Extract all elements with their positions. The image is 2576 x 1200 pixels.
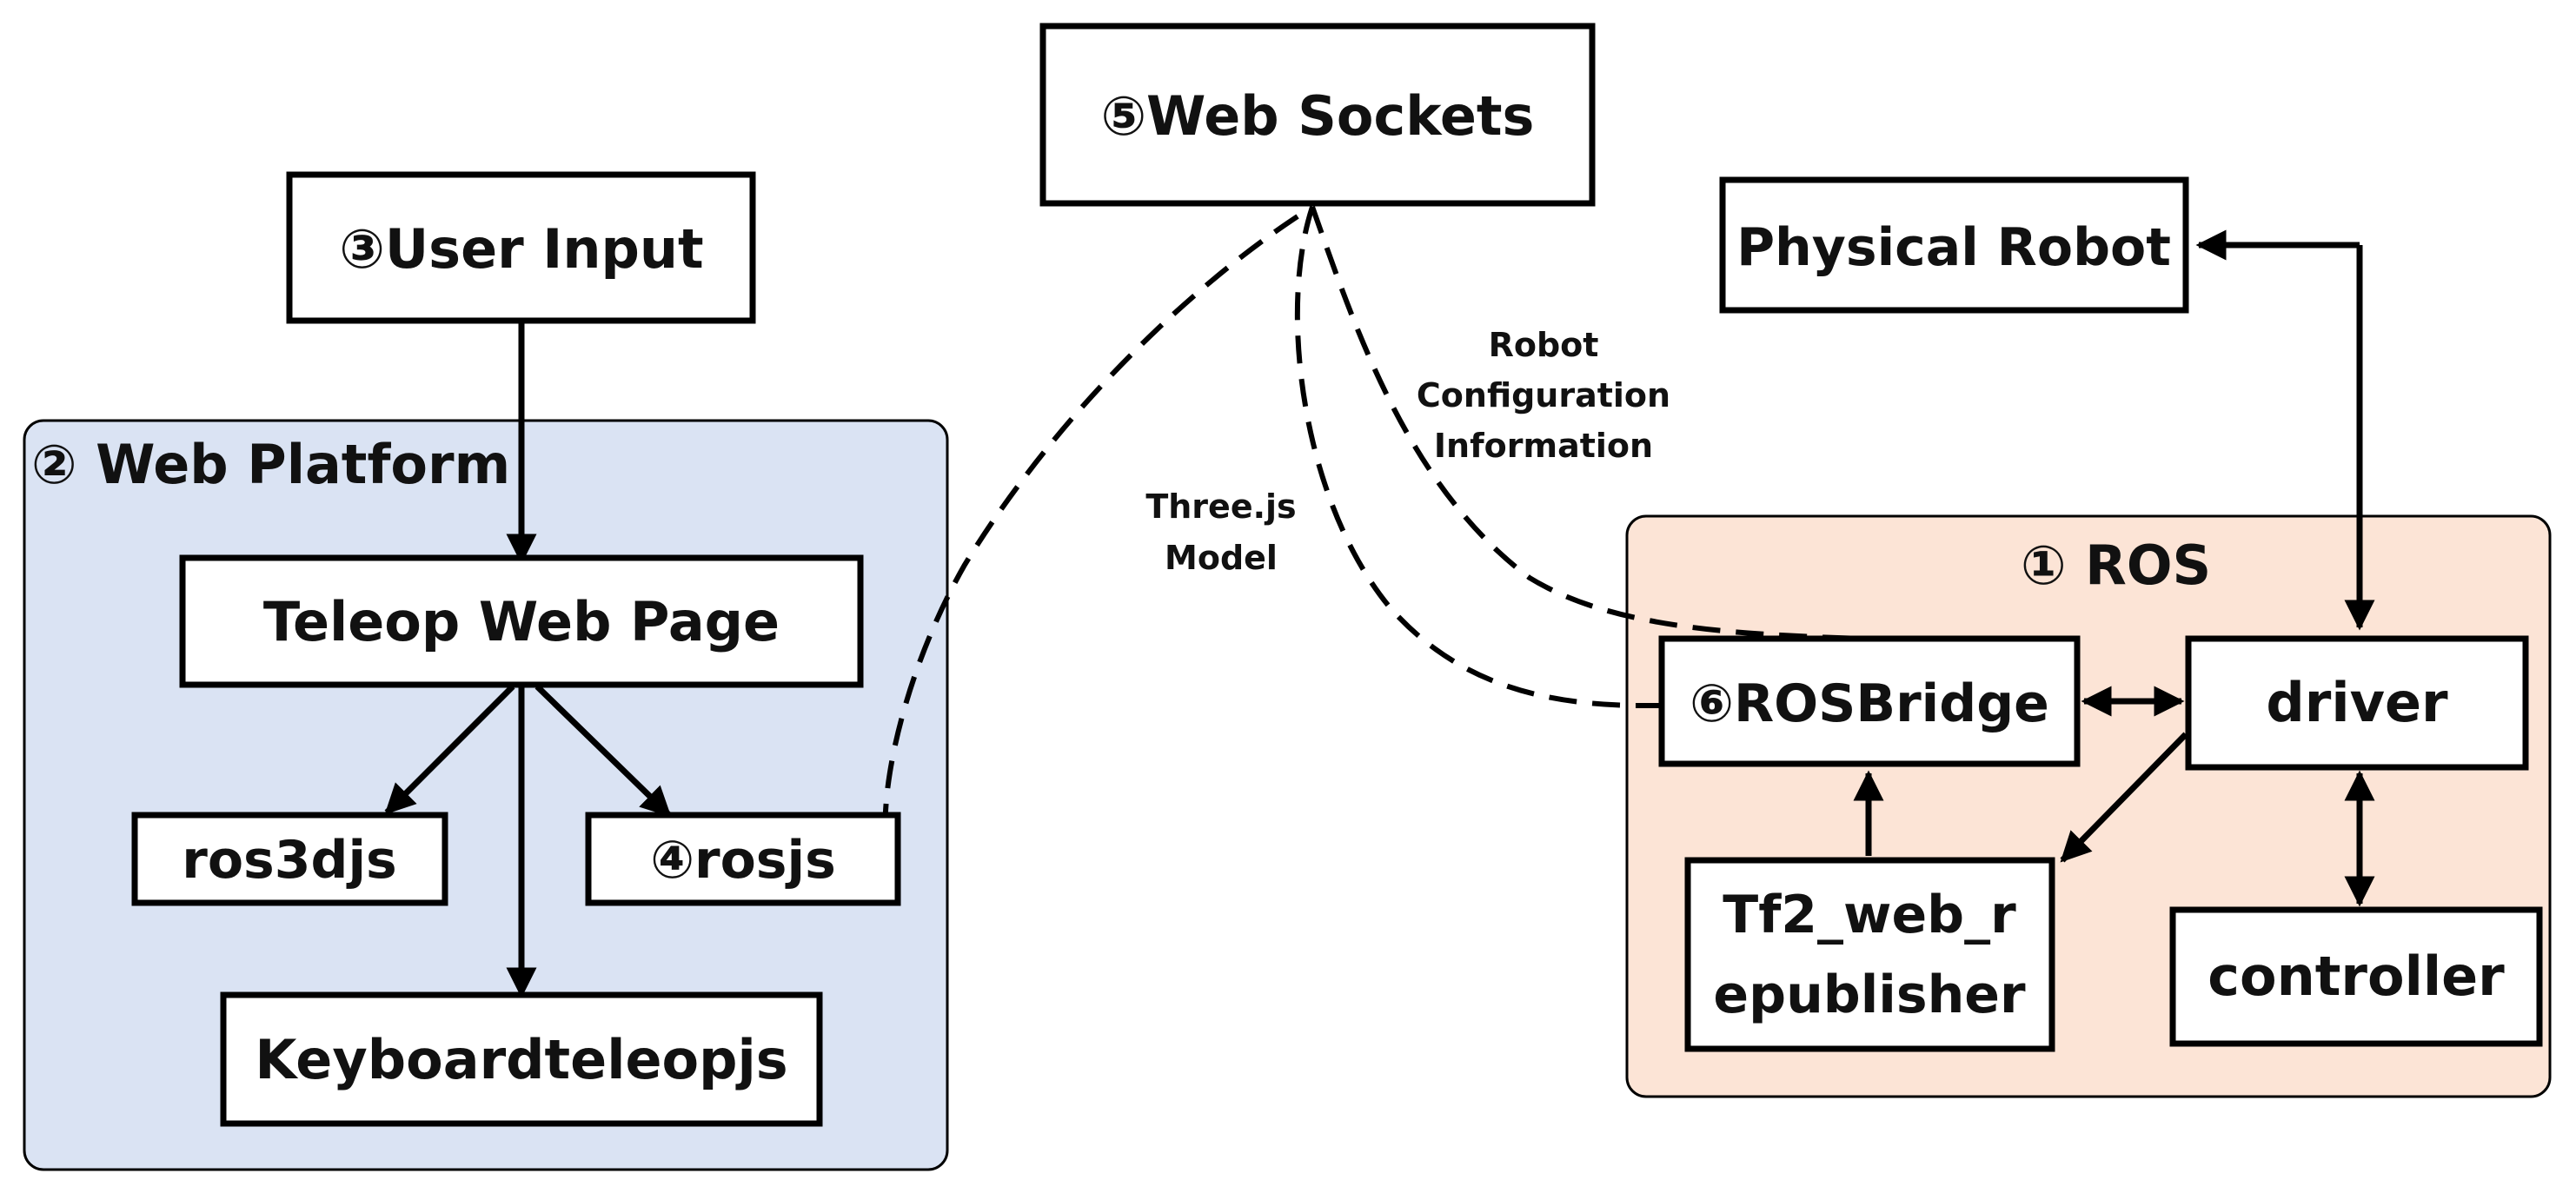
rosjs-websocket-link — [882, 204, 1314, 875]
driver-to-tf2-arrow — [2060, 732, 2188, 863]
teleop-web-page-node: Teleop Web Page — [179, 554, 864, 688]
driver-node: driver — [2185, 635, 2529, 771]
user-input-node: ③User Input — [286, 171, 756, 324]
teleop-to-ros3djs-arrow — [384, 684, 515, 815]
controller-node: controller — [2169, 906, 2543, 1047]
physical-robot-label: Physical Robot — [1736, 217, 2171, 278]
rosjs-node: ④rosjs — [585, 812, 901, 906]
web-sockets-node: ⑤Web Sockets — [1039, 23, 1596, 207]
teleop-to-rosjs-arrow — [534, 684, 672, 818]
ros3djs-label: ros3djs — [182, 830, 397, 891]
ros-group-title: ① ROS — [2021, 534, 2211, 597]
tf2-web-republisher-node: Tf2_web_r epublisher — [1684, 857, 2055, 1052]
keyboardteleopjs-label: Keyboardteleopjs — [255, 1028, 787, 1091]
driver-label: driver — [2266, 671, 2448, 734]
rosbridge-node: ⑥ROSBridge — [1658, 635, 2081, 767]
controller-label: controller — [2208, 945, 2505, 1008]
threejs-label-line1: Three.js — [1145, 487, 1296, 526]
robot-config-dashed-link — [1310, 206, 1865, 641]
keyboardteleopjs-node: Keyboardteleopjs — [220, 991, 823, 1127]
user-input-label: ③User Input — [339, 217, 703, 281]
rosbridge-label: ⑥ROSBridge — [1690, 673, 2049, 734]
rosjs-label: ④rosjs — [650, 830, 836, 891]
web-sockets-label: ⑤Web Sockets — [1101, 84, 1535, 148]
robot-config-label-line3: Information — [1434, 427, 1653, 465]
teleop-web-page-label: Teleop Web Page — [263, 590, 780, 653]
robot-config-label-line1: Robot — [1489, 326, 1599, 364]
threejs-dashed-link — [1294, 206, 1662, 708]
ros3djs-node: ros3djs — [131, 812, 448, 906]
robot-config-label-line2: Configuration — [1417, 376, 1670, 414]
tf2-label-line2: epublisher — [1713, 965, 2026, 1025]
physical-robot-node: Physical Robot — [1719, 176, 2189, 314]
threejs-label-line2: Model — [1165, 539, 1278, 577]
tf2-label-line1: Tf2_web_r — [1723, 885, 2016, 945]
web-platform-title: ② Web Platform — [31, 433, 510, 496]
